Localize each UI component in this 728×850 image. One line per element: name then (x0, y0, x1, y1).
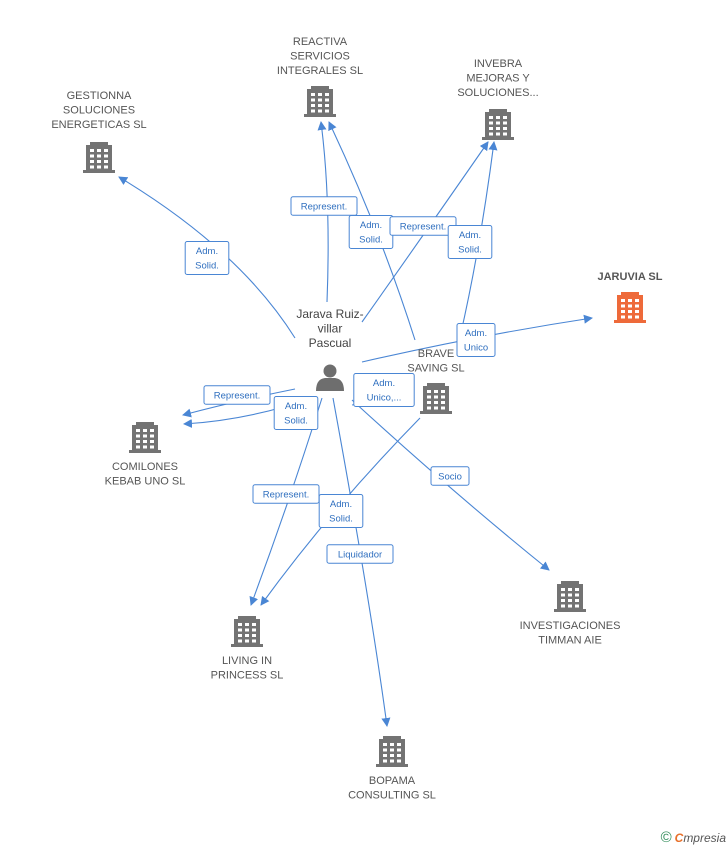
edge-label-center-invebra[interactable]: Represent. (389, 216, 457, 236)
edge-label-center-comilones[interactable]: Adm.Solid. (273, 396, 319, 430)
building-icon-jaruvia[interactable] (614, 292, 646, 323)
relation-text: Adm.Unico,... (367, 378, 402, 404)
building-icon-bopama[interactable] (376, 736, 408, 767)
building-icon-invebra[interactable] (482, 109, 514, 140)
building-icon-living[interactable] (231, 616, 263, 647)
edge-label-center-living[interactable]: Adm.Solid. (318, 494, 364, 528)
copyright-icon: © (660, 829, 672, 846)
edge-label-center-investigaciones[interactable]: Socio (430, 466, 470, 486)
relation-text: Represent. (400, 221, 446, 232)
relation-text: Represent. (214, 390, 260, 401)
building-icon-reactiva[interactable] (304, 86, 336, 117)
edge-label-center-reactiva[interactable]: Adm.Solid. (348, 215, 394, 249)
edge-center-bopama (332, 397, 391, 727)
person-icon[interactable] (316, 364, 344, 392)
relation-text: Liquidador (338, 549, 382, 560)
edge-label-center-invebra[interactable]: Adm.Solid. (447, 225, 493, 259)
edge-label-center-reactiva[interactable]: Represent. (290, 196, 358, 216)
relation-text: Adm.Unico (464, 328, 488, 354)
brand-name: mpresia (683, 831, 726, 845)
building-icon-gestionna[interactable] (83, 142, 115, 173)
relation-text: Represent. (263, 489, 309, 500)
building-icon-comilones[interactable] (129, 422, 161, 453)
footer-brand[interactable]: ©Cmpresia (661, 829, 726, 846)
brand-initial: C (674, 831, 684, 845)
edge-label-center-brave[interactable]: Adm.Unico,... (353, 373, 415, 407)
edge-center-invebra (361, 141, 489, 323)
relation-text: Adm.Solid. (458, 230, 482, 256)
company-label-jaruvia: JARUVIA SL (598, 271, 663, 283)
edge-label-center-gestionna[interactable]: Adm.Solid. (184, 241, 230, 275)
relation-text: Adm.Solid. (195, 246, 219, 272)
edge-label-center-jaruvia[interactable]: Adm.Unico (456, 323, 496, 357)
building-icon-investigaciones[interactable] (554, 581, 586, 612)
relation-text: Adm.Solid. (284, 401, 308, 427)
relation-text: Adm.Solid. (359, 220, 383, 246)
relation-text: Adm.Solid. (329, 499, 353, 525)
edge-label-center-living[interactable]: Represent. (252, 484, 320, 504)
edge-label-center-comilones[interactable]: Represent. (203, 385, 271, 405)
relation-text: Represent. (301, 201, 347, 212)
relation-text: Socio (438, 471, 462, 482)
edge-center-investigaciones (351, 399, 550, 571)
edge-label-center-bopama[interactable]: Liquidador (326, 544, 394, 564)
building-icon-brave[interactable] (420, 383, 452, 414)
